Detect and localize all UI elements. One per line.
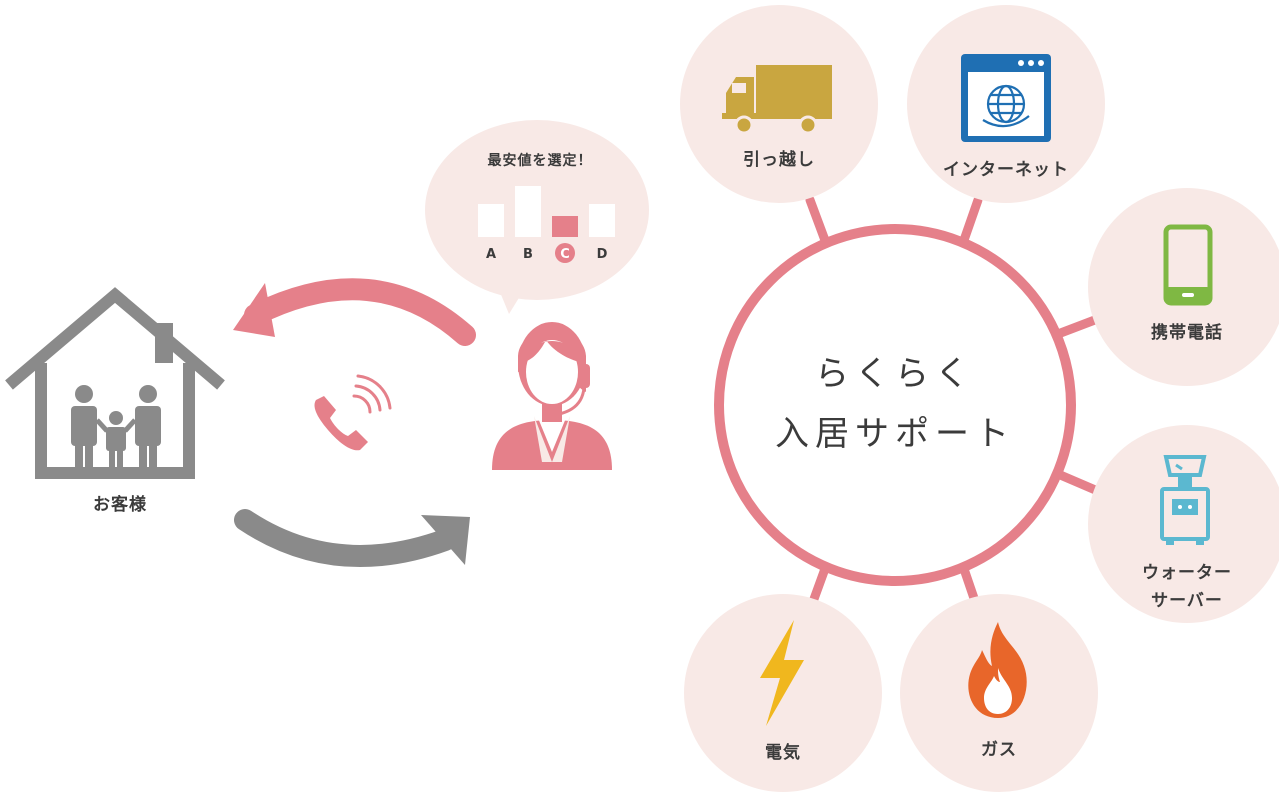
water-server-icon	[1160, 455, 1210, 545]
selected-marker	[555, 243, 575, 263]
arrow-to-customer-icon	[233, 278, 476, 346]
service-label-water-1: ウォーター	[1142, 563, 1232, 583]
service-label-mobile: 携帯電話	[1151, 323, 1223, 343]
bar-label-b: B	[523, 247, 533, 262]
connector-moving	[805, 195, 831, 248]
speech-title: 最安値を選定！	[487, 153, 593, 169]
service-label-internet: インターネット	[943, 160, 1069, 180]
hub-ring	[714, 224, 1076, 586]
operator-icon	[492, 322, 612, 470]
customer-label: お客様	[93, 495, 147, 515]
bar-c	[552, 216, 578, 237]
bar-a	[478, 204, 504, 237]
bar-b	[515, 186, 541, 237]
truck-icon	[722, 65, 832, 135]
service-label-gas: ガス	[981, 740, 1017, 760]
bar-d	[589, 204, 615, 237]
flame-icon	[968, 622, 1027, 718]
bar-label-a: A	[486, 247, 496, 262]
arrow-to-operator-icon	[234, 509, 470, 567]
house-icon	[5, 287, 225, 479]
price-bar-chart: A B C D	[478, 186, 615, 263]
service-label-moving: 引っ越し	[743, 150, 815, 170]
hub-title-line2: 入居サポート	[775, 414, 1015, 454]
service-label-water-2: サーバー	[1151, 591, 1223, 611]
phone-call-icon	[314, 374, 392, 451]
smartphone-icon	[1163, 224, 1213, 306]
hub-title: らくらく 入居サポート	[720, 344, 1070, 464]
service-label-electric: 電気	[765, 743, 801, 763]
connector-internet	[958, 195, 983, 248]
connector-water	[1053, 469, 1105, 497]
hub-title-line1: らくらく	[815, 354, 975, 394]
lightning-icon	[760, 620, 804, 726]
family-icon	[71, 385, 161, 469]
bar-label-c: C	[560, 247, 570, 262]
bar-label-d: D	[597, 247, 608, 262]
browser-globe-icon	[961, 54, 1051, 142]
